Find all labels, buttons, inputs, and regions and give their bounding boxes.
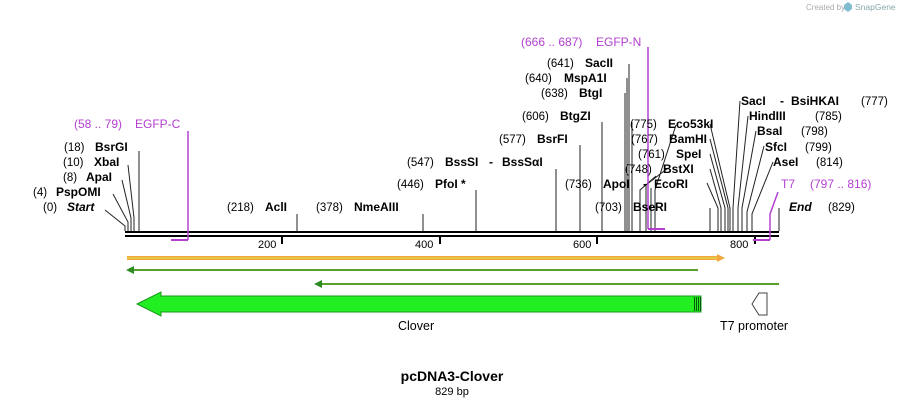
primer-egfp-n-name: EGFP-N	[596, 35, 641, 49]
enzyme-pos: (761)	[638, 149, 665, 161]
map-title: pcDNA3-Clover	[401, 368, 504, 384]
enzyme-name[interactable]: SacII	[585, 56, 613, 70]
enzyme-pos: (547)	[407, 157, 434, 169]
enzyme-pos: (0)	[43, 202, 57, 214]
enzyme-dash: -	[780, 94, 784, 108]
enzyme-pos: (777)	[861, 96, 888, 108]
snapgene-logo-icon	[844, 2, 852, 12]
orf-forward-arrow[interactable]	[127, 254, 725, 262]
enzyme-name[interactable]: BtgZI	[560, 109, 591, 123]
enzyme-pos: (18)	[64, 142, 85, 154]
sequence-backbone	[125, 231, 779, 237]
enzyme-name[interactable]: BamHI	[669, 132, 707, 146]
enzyme-pos: (4)	[33, 187, 47, 199]
orf-reverse-arrow-2[interactable]	[314, 280, 779, 288]
enzyme-name[interactable]: BsrFI	[537, 132, 568, 146]
enzyme-name[interactable]: BseRI	[633, 200, 667, 214]
enzyme-pos: (378)	[316, 202, 343, 214]
enzyme-pos: (767)	[631, 134, 658, 146]
feature-clover[interactable]: Clover	[135, 291, 702, 333]
enzyme-name-alt[interactable]: BssSαI	[502, 155, 543, 169]
enzyme-pos: (736)	[565, 179, 592, 191]
enzyme-labels-left: (18) BsrGI (10) XbaI (8) ApaI (4) PspOMI…	[33, 140, 128, 214]
enzyme-name[interactable]: PspOMI	[56, 185, 101, 199]
enzyme-name[interactable]: AclI	[265, 200, 287, 214]
enzyme-pos: (446)	[397, 179, 424, 191]
enzyme-pos: (829)	[828, 202, 855, 214]
enzyme-pos: (640)	[525, 73, 552, 85]
enzyme-pos: (577)	[499, 134, 526, 146]
enzyme-name[interactable]: MspA1I	[564, 71, 607, 85]
primer-t7-range: (797 .. 816)	[810, 177, 871, 191]
feature-clover-label: Clover	[398, 319, 434, 333]
primer-t7[interactable]: T7 (797 .. 816)	[753, 177, 871, 241]
enzyme-pos: (606)	[522, 111, 549, 123]
enzyme-pos: (785)	[815, 111, 842, 123]
feature-t7-promoter-label: T7 promoter	[720, 319, 788, 333]
enzyme-name[interactable]: AseI	[773, 155, 798, 169]
tick-label-800: 800	[730, 239, 748, 251]
enzyme-pos: (8)	[63, 172, 77, 184]
primer-egfp-n[interactable]: (666 .. 687) EGFP-N	[521, 35, 665, 230]
enzyme-name[interactable]: SacI	[741, 94, 766, 108]
primer-egfp-c-name: EGFP-C	[135, 117, 181, 131]
cut-site-lines	[104, 64, 780, 231]
enzyme-labels-middle: (218) AclI (378) NmeAIII (446) PfoI * (5…	[227, 56, 713, 214]
enzyme-name[interactable]: NmeAIII	[354, 200, 399, 214]
enzyme-name[interactable]: BssSI	[445, 155, 478, 169]
enzyme-labels-right: SacI - BsiHKAI (777) HindIII (785) BsaI …	[741, 94, 888, 214]
feature-t7-promoter[interactable]: T7 promoter	[720, 292, 788, 333]
enzyme-name[interactable]: PfoI *	[435, 177, 466, 191]
enzyme-pos: (10)	[63, 157, 84, 169]
enzyme-pos: (703)	[595, 202, 622, 214]
enzyme-name[interactable]: ApaI	[86, 170, 112, 184]
primer-egfp-n-range: (666 .. 687)	[521, 35, 582, 49]
enzyme-pos: (814)	[816, 157, 843, 169]
enzyme-name[interactable]: BstXI	[663, 162, 694, 176]
enzyme-pos: (218)	[227, 202, 254, 214]
credit-brand: SnapGene	[855, 2, 896, 12]
enzyme-pos: (775)	[630, 119, 657, 131]
credit: Created by SnapGene	[806, 2, 896, 12]
enzyme-name[interactable]: End	[789, 200, 812, 214]
primer-egfp-c-range: (58 .. 79)	[74, 117, 122, 131]
enzyme-dash: -	[643, 177, 647, 191]
tick-label-400: 400	[415, 239, 433, 251]
enzyme-name[interactable]: BtgI	[579, 86, 602, 100]
enzyme-name[interactable]: Eco53kI	[668, 117, 713, 131]
map-subtitle: 829 bp	[435, 386, 469, 398]
primer-egfp-c[interactable]: (58 .. 79) EGFP-C	[74, 117, 189, 241]
ruler: 200 400 600 800	[258, 237, 756, 251]
enzyme-pos: (798)	[801, 126, 828, 138]
enzyme-name[interactable]: BsaI	[757, 124, 782, 138]
enzyme-dash: -	[489, 155, 493, 169]
enzyme-name[interactable]: SpeI	[676, 147, 701, 161]
enzyme-name[interactable]: XbaI	[94, 155, 119, 169]
tick-label-200: 200	[258, 239, 276, 251]
enzyme-name[interactable]: ApoI	[603, 177, 630, 191]
credit-prefix: Created by	[806, 3, 845, 12]
enzyme-pos: (748)	[625, 164, 652, 176]
orf-reverse-arrow-1[interactable]	[126, 266, 698, 274]
enzyme-name-alt[interactable]: EcoRI	[654, 177, 688, 191]
enzyme-name[interactable]: Start	[67, 200, 95, 214]
tick-label-600: 600	[573, 239, 591, 251]
enzyme-name[interactable]: SfcI	[765, 140, 787, 154]
primer-t7-name: T7	[781, 177, 795, 191]
enzyme-pos: (641)	[547, 58, 574, 70]
enzyme-name[interactable]: HindIII	[749, 109, 786, 123]
enzyme-name[interactable]: BsrGI	[95, 140, 128, 154]
enzyme-pos: (638)	[541, 88, 568, 100]
enzyme-name-alt[interactable]: BsiHKAI	[791, 94, 839, 108]
enzyme-pos: (799)	[805, 142, 832, 154]
